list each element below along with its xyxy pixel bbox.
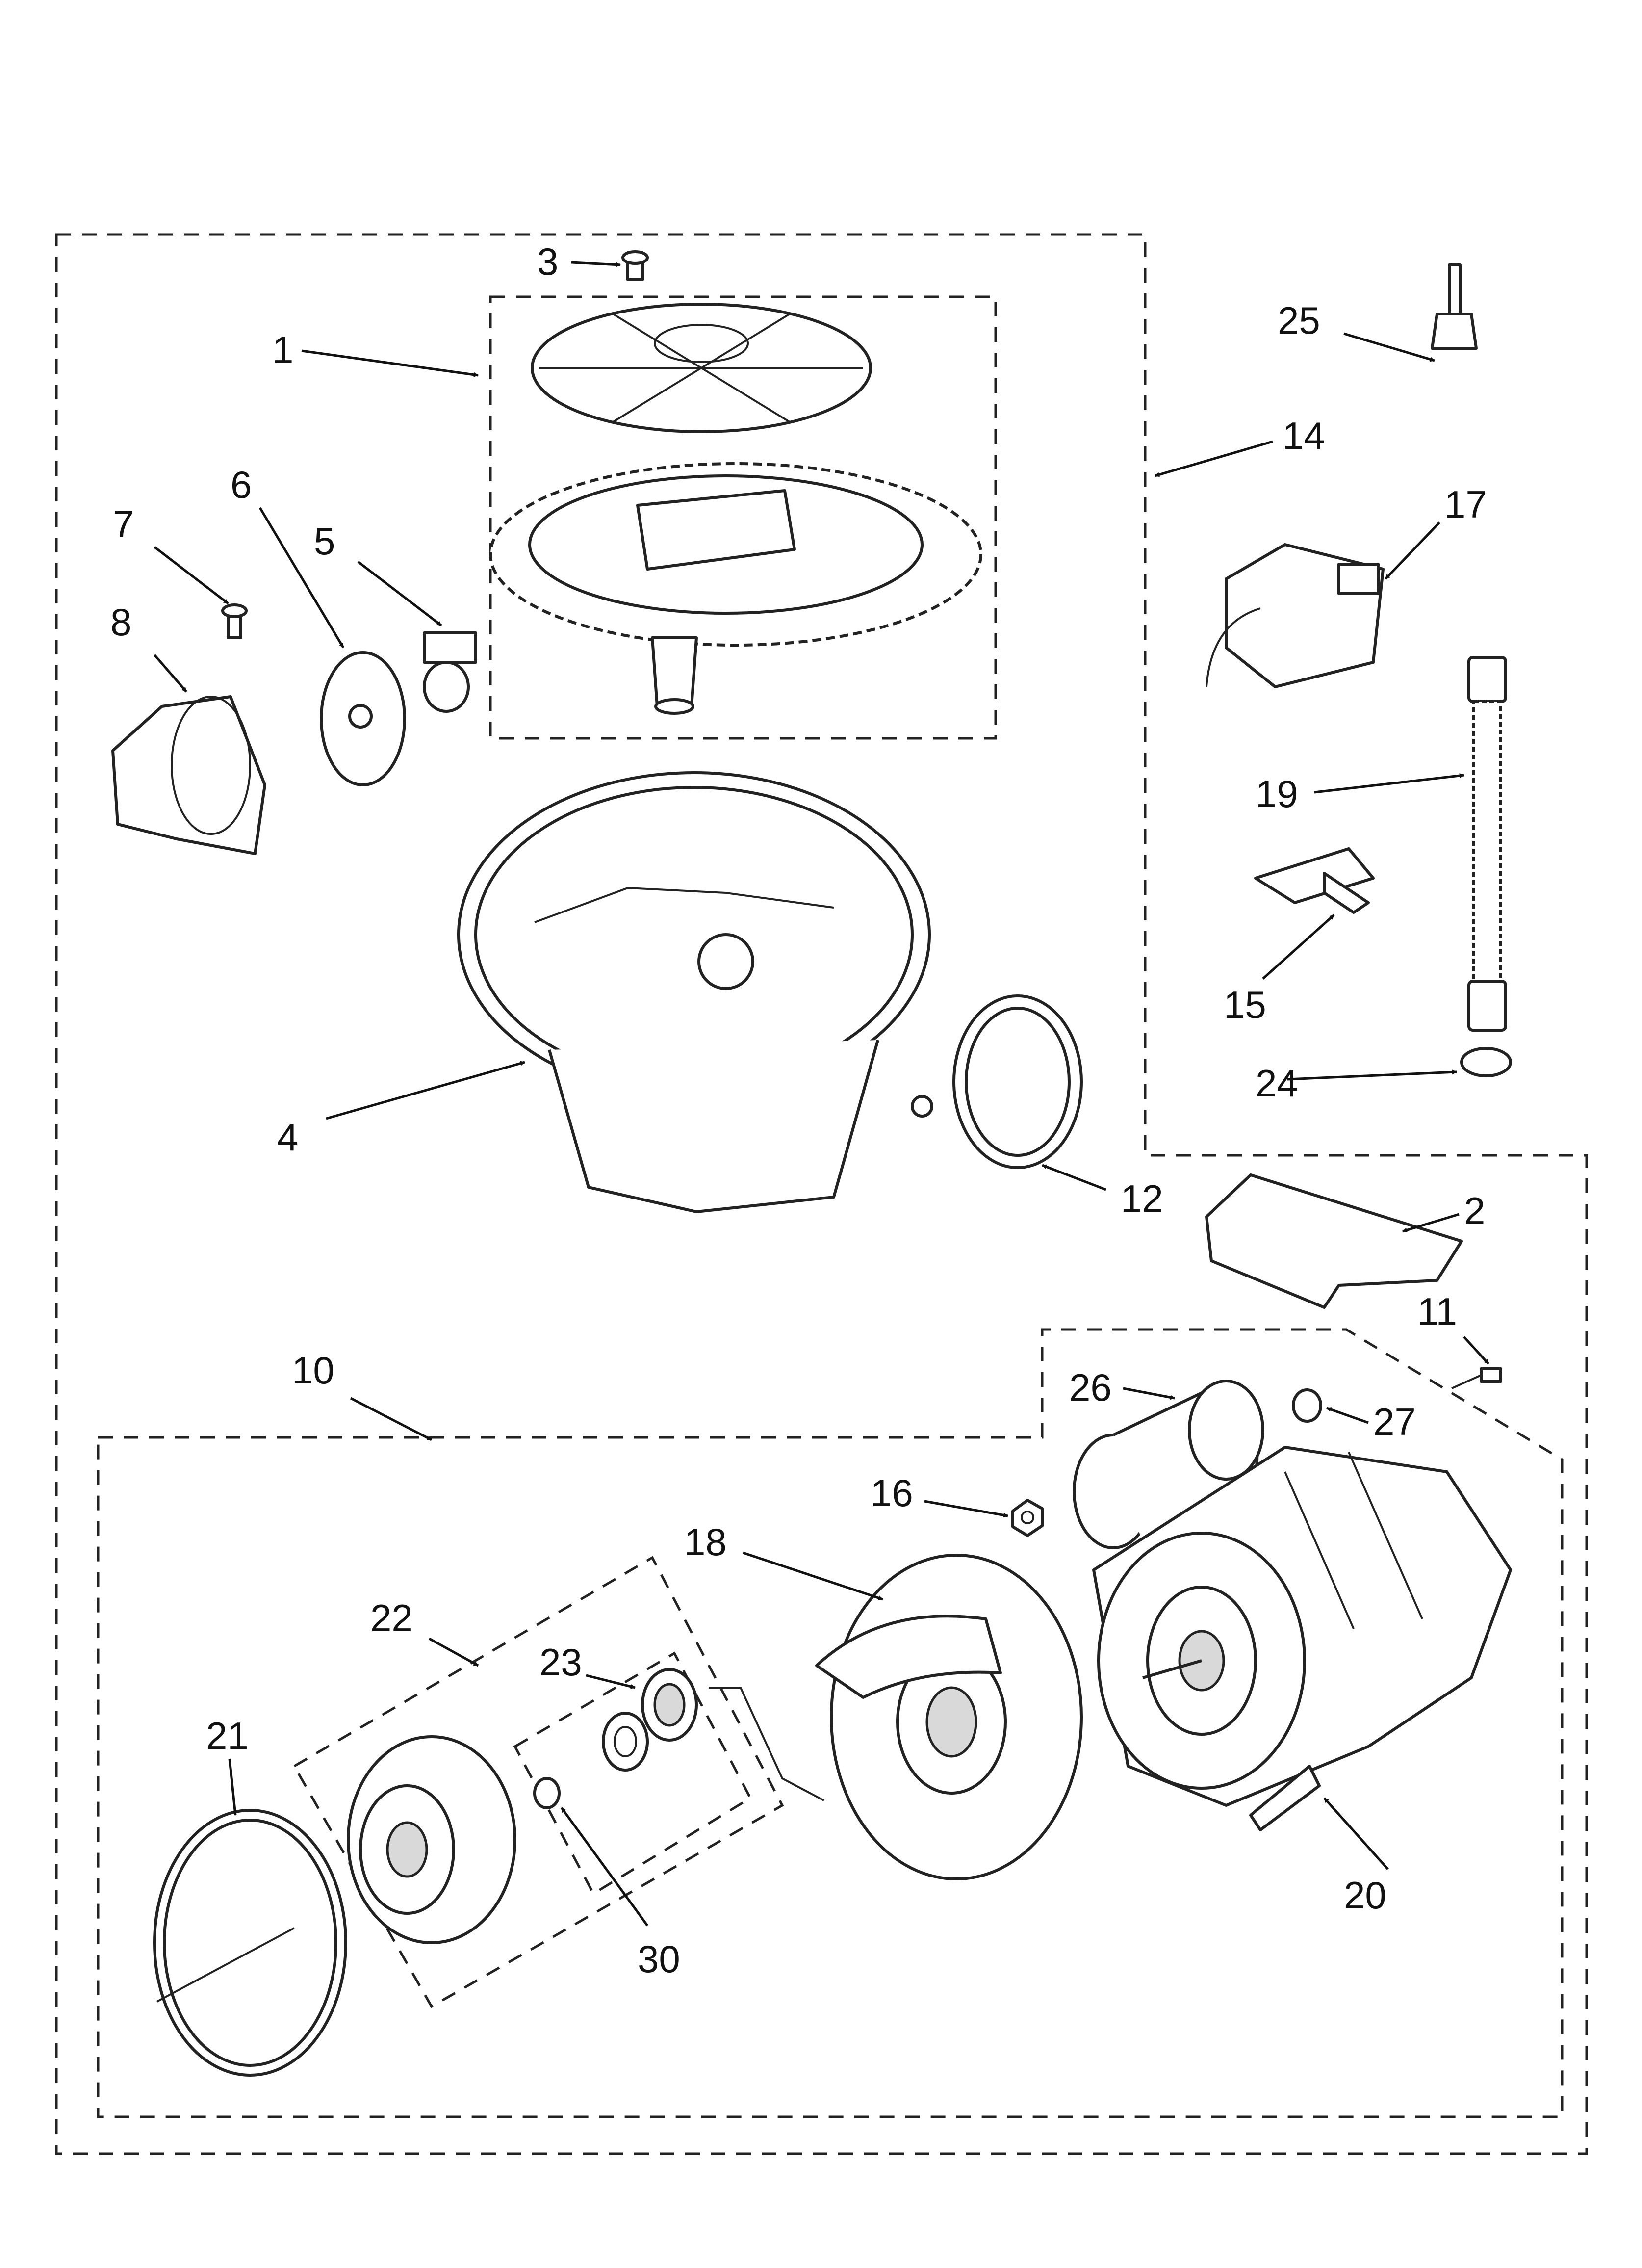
callout-16: 16 xyxy=(871,1471,913,1514)
callout-10: 10 xyxy=(292,1349,334,1392)
leader-18 xyxy=(743,1551,883,1601)
sump-part xyxy=(457,771,933,1213)
leader-27 xyxy=(1326,1407,1369,1424)
leader-6 xyxy=(258,507,345,649)
leader-24 xyxy=(1287,1069,1457,1081)
clip-15-part xyxy=(1254,847,1375,914)
shaft-connector-line xyxy=(709,1687,824,1801)
leader-15 xyxy=(1262,914,1335,980)
callout-27: 27 xyxy=(1373,1400,1416,1443)
leader-16 xyxy=(924,1500,1008,1518)
callout-19: 19 xyxy=(1256,772,1298,815)
seal-23-part xyxy=(641,1668,698,1742)
ring-21-part xyxy=(153,1809,347,2077)
main-assembly-box xyxy=(55,233,1588,2155)
seal-ring-part xyxy=(602,1712,649,1772)
callout-3: 3 xyxy=(537,240,558,283)
seal-kit-box xyxy=(292,1556,784,2008)
callout-30: 30 xyxy=(638,1937,680,1981)
callout-1: 1 xyxy=(272,328,293,371)
housing-17-part xyxy=(1206,543,1385,688)
callout-4: 4 xyxy=(277,1116,298,1159)
leader-3 xyxy=(571,261,621,267)
screw-11-part xyxy=(1451,1367,1502,1389)
filter-disc-part xyxy=(320,651,406,786)
callout-11: 11 xyxy=(1417,1290,1457,1333)
impeller-part xyxy=(347,1735,516,1944)
leader-22 xyxy=(428,1637,479,1667)
callout-20: 20 xyxy=(1344,1874,1386,1917)
callout-14: 14 xyxy=(1283,414,1325,457)
leader-25 xyxy=(1343,332,1435,362)
leader-17 xyxy=(1385,521,1440,580)
leader-21 xyxy=(228,1758,238,1816)
spray-arm-housing-part xyxy=(489,462,982,715)
leader-2 xyxy=(1402,1213,1460,1233)
washer-27-part xyxy=(1292,1388,1322,1423)
callout-25: 25 xyxy=(1278,299,1320,342)
callout-22: 22 xyxy=(370,1596,413,1640)
leader-8 xyxy=(154,654,187,693)
callout-2: 2 xyxy=(1464,1189,1485,1232)
leader-30 xyxy=(560,1807,649,1927)
seal-inner-box xyxy=(513,1651,752,1896)
clamp-part xyxy=(1460,1047,1512,1077)
screw-part xyxy=(621,250,649,281)
leader-10 xyxy=(350,1397,433,1441)
clip-part xyxy=(423,631,477,713)
pump-housing-part xyxy=(815,1554,1083,1880)
leader-26 xyxy=(1123,1387,1175,1400)
callout-5: 5 xyxy=(314,520,335,563)
callout-6: 6 xyxy=(231,463,252,506)
leader-14 xyxy=(1155,440,1273,477)
motor-part xyxy=(1092,1446,1512,1831)
callout-18: 18 xyxy=(684,1520,727,1564)
callout-8: 8 xyxy=(110,600,131,644)
callout-26: 26 xyxy=(1069,1366,1112,1409)
washer-30-part xyxy=(533,1777,561,1809)
chopper-cover-part xyxy=(111,695,266,855)
callout-12: 12 xyxy=(1121,1177,1163,1220)
screw-7-part xyxy=(221,603,248,639)
spray-arm-box xyxy=(489,295,997,740)
hose-part xyxy=(1467,656,1507,1032)
pump-assembly-box xyxy=(97,1328,1564,2118)
leader-11 xyxy=(1463,1336,1489,1365)
callout-17: 17 xyxy=(1444,483,1487,526)
leader-12 xyxy=(1042,1164,1106,1191)
leader-4 xyxy=(326,1061,525,1120)
spray-arm-plate-part xyxy=(531,303,872,433)
callout-24: 24 xyxy=(1256,1062,1298,1105)
leader-19 xyxy=(1314,773,1464,794)
leader-1 xyxy=(301,349,479,377)
leader-23 xyxy=(586,1674,636,1689)
sensor-part xyxy=(1431,263,1478,350)
nut-part xyxy=(1011,1499,1044,1537)
callout-15: 15 xyxy=(1224,983,1266,1026)
callout-7: 7 xyxy=(113,502,134,546)
shield-part xyxy=(1205,1173,1463,1309)
leader-7 xyxy=(154,546,229,604)
callout-21: 21 xyxy=(206,1714,249,1757)
gasket-part xyxy=(952,994,1083,1169)
leader-5 xyxy=(357,561,442,626)
callout-23: 23 xyxy=(539,1641,582,1684)
leader-20 xyxy=(1323,1797,1389,1870)
